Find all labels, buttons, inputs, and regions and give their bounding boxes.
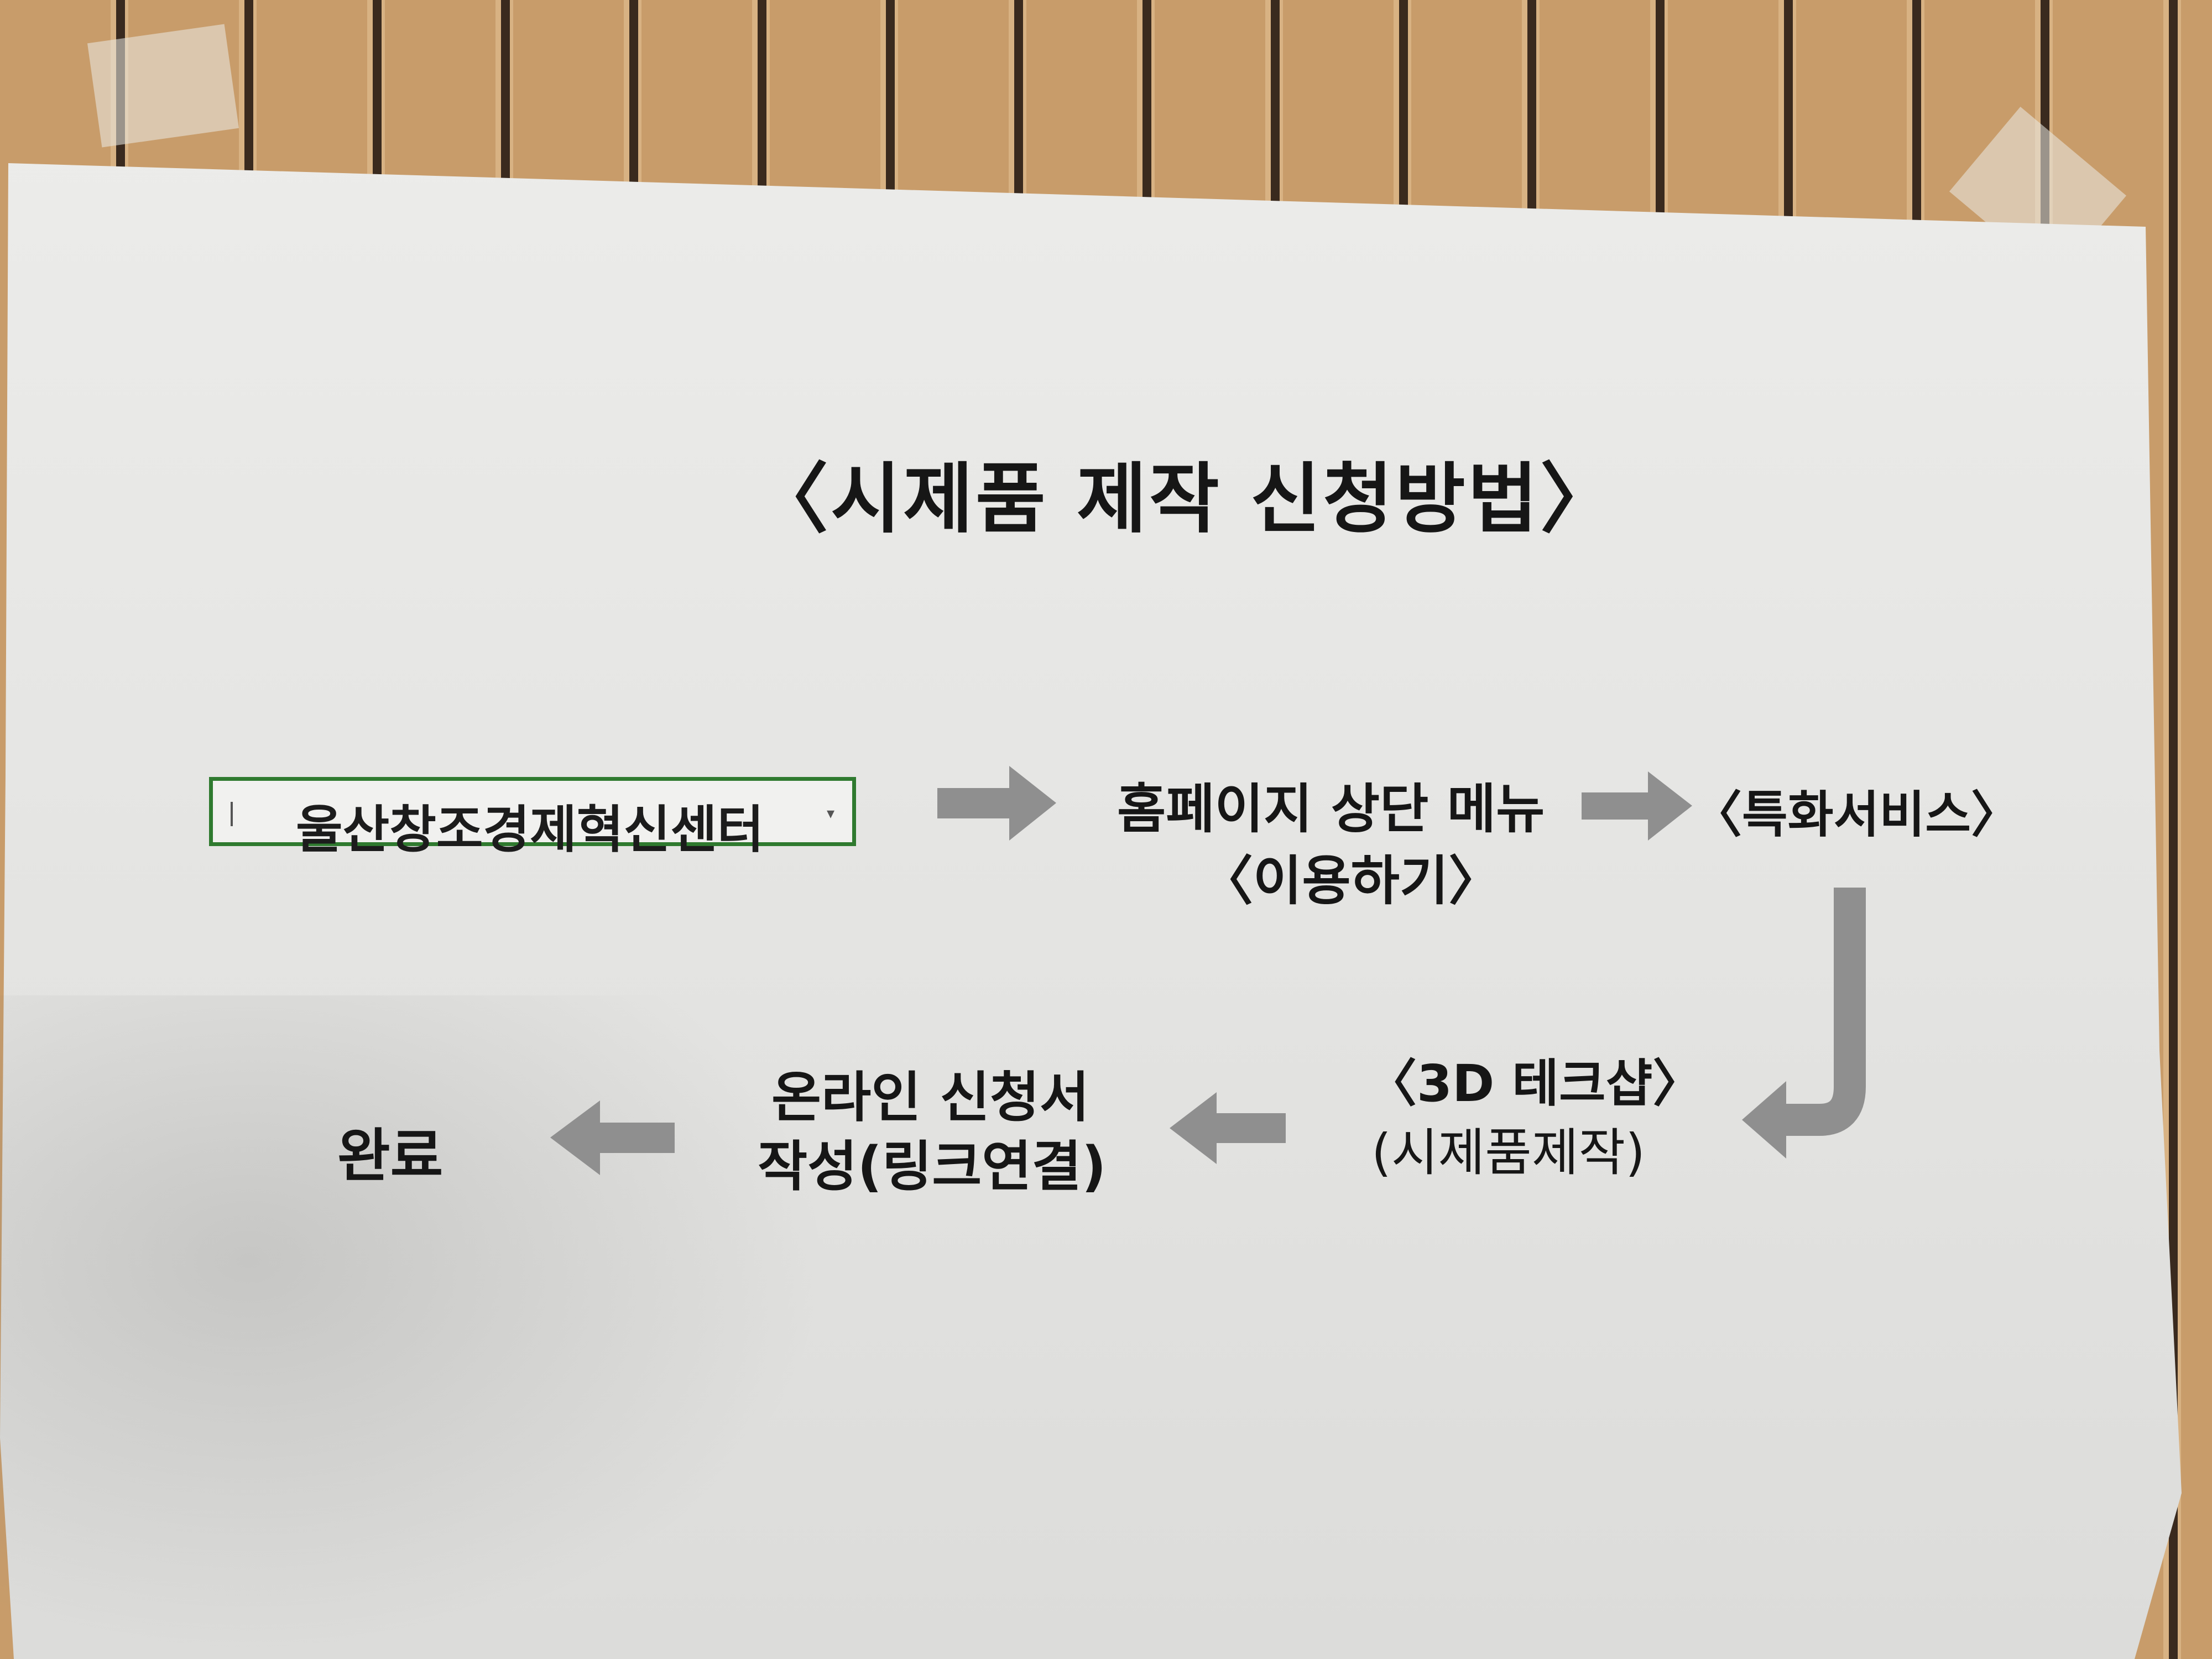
page-title: 〈시제품 제작 신청방법〉	[752, 455, 1619, 544]
center-name-box: 울산창조경제혁신센터 ▾	[209, 777, 856, 859]
tape-top-left	[87, 24, 239, 148]
homepage-menu-text: 홈페이지 상단 메뉴	[1117, 778, 1545, 840]
center-name-label: 울산창조경제혁신센터	[296, 800, 764, 859]
arrow-left-icon	[550, 1100, 675, 1175]
use-menu-text: 〈이용하기〉	[1200, 850, 1502, 912]
special-service-text: 〈특화서비스〉	[1692, 786, 2021, 844]
online-application-text: 온라인 신청서	[771, 1066, 1090, 1129]
write-link-text: 작성(링크연결)	[758, 1135, 1107, 1198]
arrow-right-icon	[937, 766, 1056, 841]
arrow-right-icon	[1582, 771, 1692, 841]
arrow-left-icon	[1170, 1092, 1286, 1164]
text-cursor	[231, 802, 233, 826]
done-text: 완료	[337, 1122, 444, 1190]
shadow	[0, 995, 830, 1659]
tech-shop-text: 〈3D 테크샵〉	[1366, 1054, 1704, 1113]
prototype-making-text: (시제품제작)	[1371, 1123, 1645, 1182]
dropdown-caret-icon: ▾	[827, 804, 835, 822]
arrow-down-left-icon	[1742, 888, 1866, 1159]
